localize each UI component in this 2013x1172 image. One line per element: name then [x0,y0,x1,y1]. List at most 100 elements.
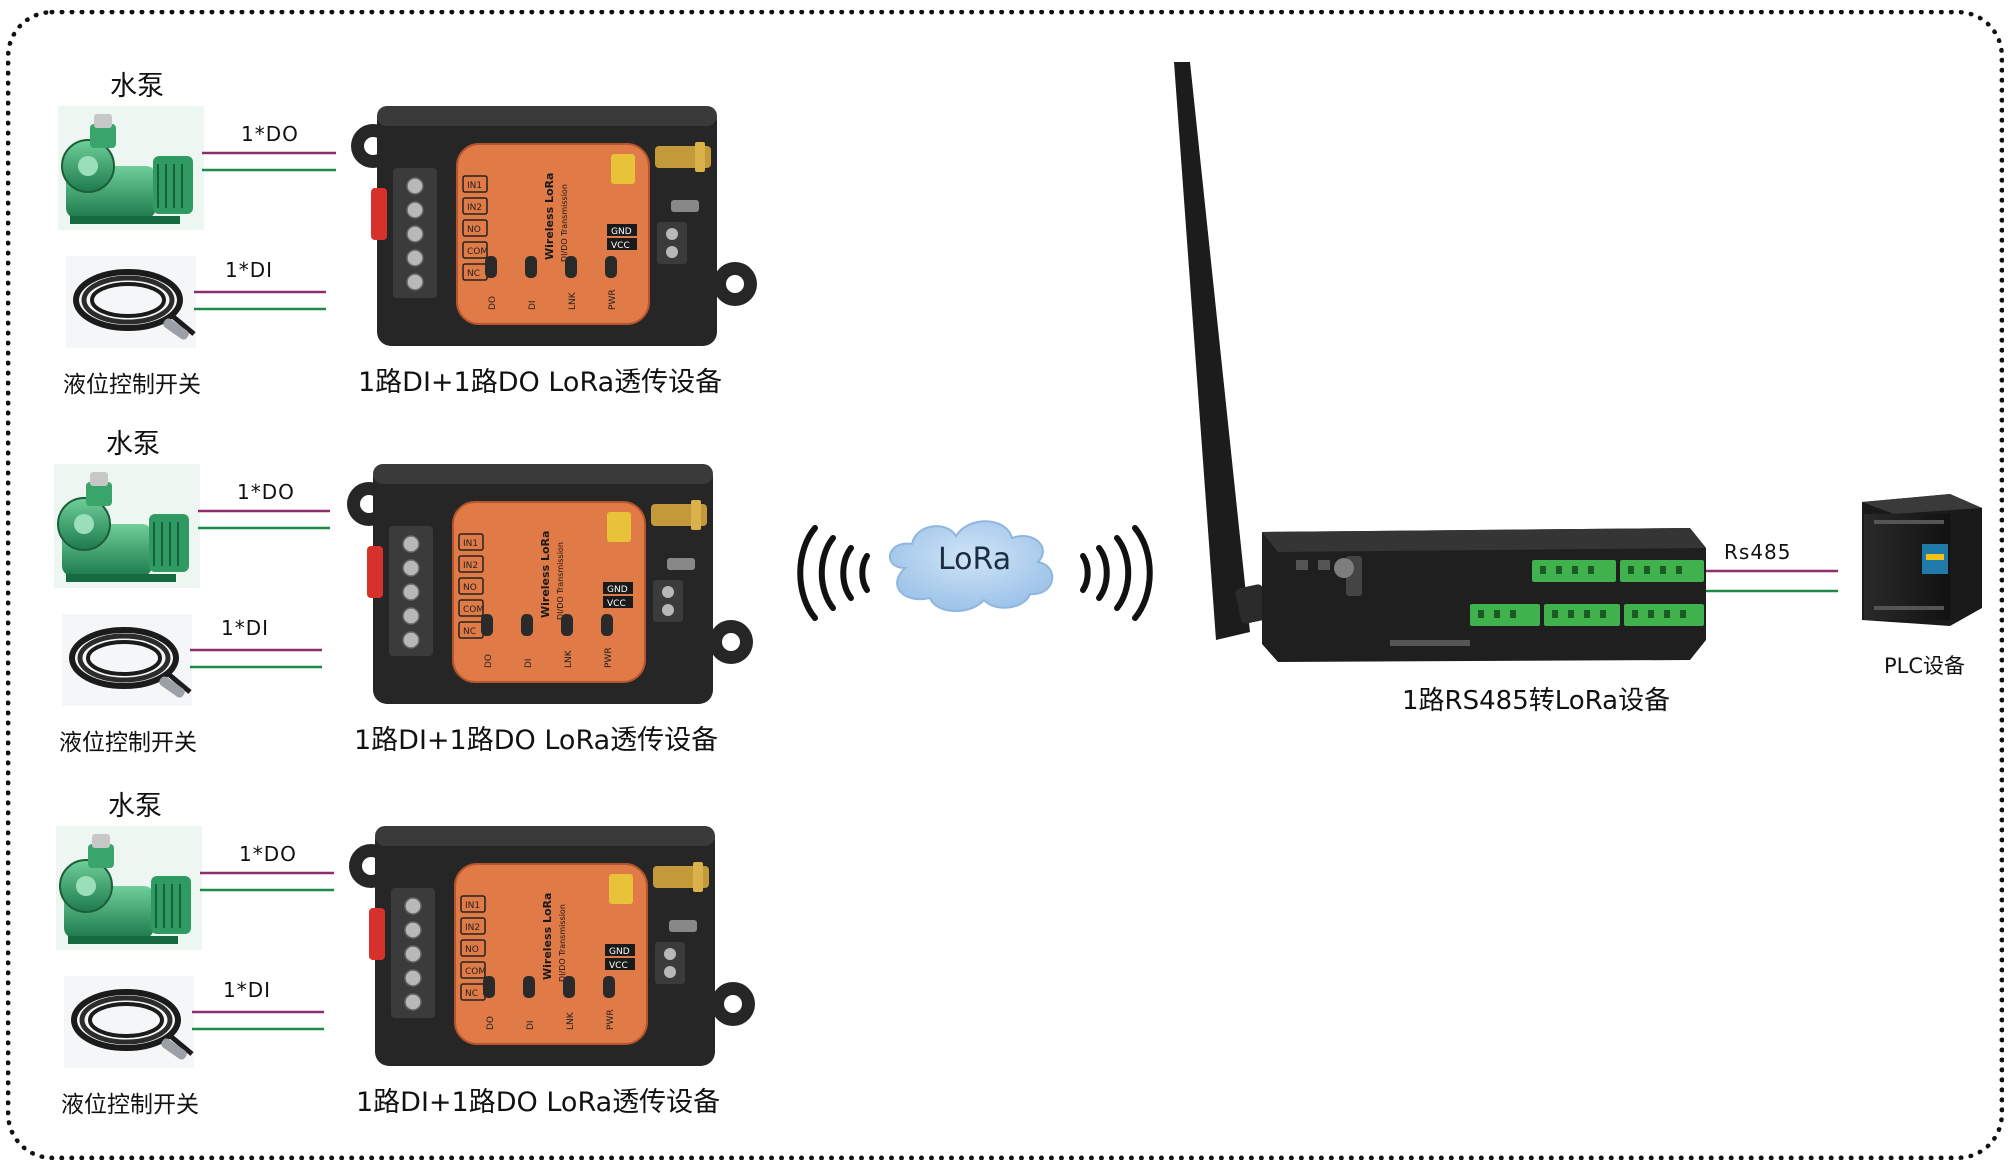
power-label-box [603,582,633,594]
indicator-led [481,614,493,636]
indicator-label: PWR [604,647,614,668]
di-label: 1*DI [223,978,272,1002]
row-1 [57,105,336,348]
port-label: NC [465,989,478,999]
power-label: GND [609,947,630,957]
faceplate-title: Wireless LoRa [543,173,556,260]
lora-device-label: 1路DI+1路DO LoRa透传设备 [354,725,719,756]
power-label-box [607,238,637,250]
power-label-box [605,958,635,970]
power-label: GND [607,585,628,595]
level-switch-image [64,976,194,1068]
indicator-label: DI [528,300,538,310]
lora-device-label: 1路DI+1路DO LoRa透传设备 [356,1087,721,1118]
indicator-led [485,256,497,278]
port-label: COM [463,605,484,615]
faceplate-subtitle: DI/DO Transmission [556,542,565,620]
indicator-label: LNK [564,649,574,668]
power-label: VCC [609,961,628,971]
indicator-led [563,976,575,998]
pump-label: 水泵 [106,429,160,460]
indicator-led [521,614,533,636]
level-switch-image [62,614,192,706]
water-pump-image [57,105,205,231]
indicator-led [525,256,537,278]
indicator-label: DI [526,1020,536,1030]
port-label: COM [467,247,488,257]
power-label: VCC [611,241,630,251]
port-label: IN1 [467,181,482,191]
pump-label: 水泵 [108,791,162,822]
port-label: IN2 [467,203,482,213]
diagram-frame [6,10,2004,1160]
indicator-label: PWR [606,1009,616,1030]
port-box [460,917,486,935]
port-box [458,599,484,617]
port-label: NO [465,945,479,955]
row-2 [53,463,330,706]
do-label: 1*DO [239,842,297,866]
port-label: IN2 [463,561,478,571]
pump-label: 水泵 [110,71,164,102]
lora-device-label: 1路DI+1路DO LoRa透传设备 [358,367,723,398]
port-label: NO [463,583,477,593]
port-box [458,533,484,551]
port-label: IN1 [463,539,478,549]
row-3 [55,825,334,1068]
level-switch-image [66,256,196,348]
gateway-label: 1路RS485转LoRa设备 [1402,686,1671,716]
faceplate-title: Wireless LoRa [541,893,554,980]
indicator-label: PWR [608,289,618,310]
port-box [462,197,488,215]
gateway-device-image [1174,62,1706,662]
signal-waves-right [1080,525,1153,621]
level-switch-label: 液位控制开关 [63,372,201,398]
port-label: NO [467,225,481,235]
port-box [460,961,486,979]
power-label: VCC [607,599,626,609]
indicator-label: DO [488,296,498,310]
indicator-led [483,976,495,998]
level-switch-label: 液位控制开关 [61,1092,199,1118]
indicator-label: LNK [568,291,578,310]
di-label: 1*DI [221,616,270,640]
di-label: 1*DI [225,258,274,282]
plc-label: PLC设备 [1884,654,1966,678]
port-label: IN2 [465,923,480,933]
port-box [462,175,488,193]
port-box [458,555,484,573]
indicator-led [605,256,617,278]
indicator-led [561,614,573,636]
indicator-led [565,256,577,278]
power-label-box [603,596,633,608]
power-label: GND [611,227,632,237]
port-label: IN1 [465,901,480,911]
port-label: NC [463,627,476,637]
port-box [460,895,486,913]
port-box [462,219,488,237]
faceplate-subtitle: DI/DO Transmission [558,904,567,982]
indicator-label: DO [486,1016,496,1030]
faceplate-title: Wireless LoRa [539,531,552,618]
plc-device-image [1862,494,1982,626]
indicator-label: DI [524,658,534,668]
lora-cloud-label: LoRa [938,542,1012,577]
rs485-label: Rs485 [1724,540,1792,564]
port-box [458,577,484,595]
faceplate-subtitle: DI/DO Transmission [560,184,569,262]
lora-cloud [888,520,1054,613]
indicator-label: DO [484,654,494,668]
port-box [462,241,488,259]
port-label: NC [467,269,480,279]
do-label: 1*DO [237,480,295,504]
indicator-led [603,976,615,998]
power-label-box [605,944,635,956]
do-label: 1*DO [241,122,299,146]
water-pump-image [55,825,203,951]
power-label-box [607,224,637,236]
port-label: COM [465,967,486,977]
